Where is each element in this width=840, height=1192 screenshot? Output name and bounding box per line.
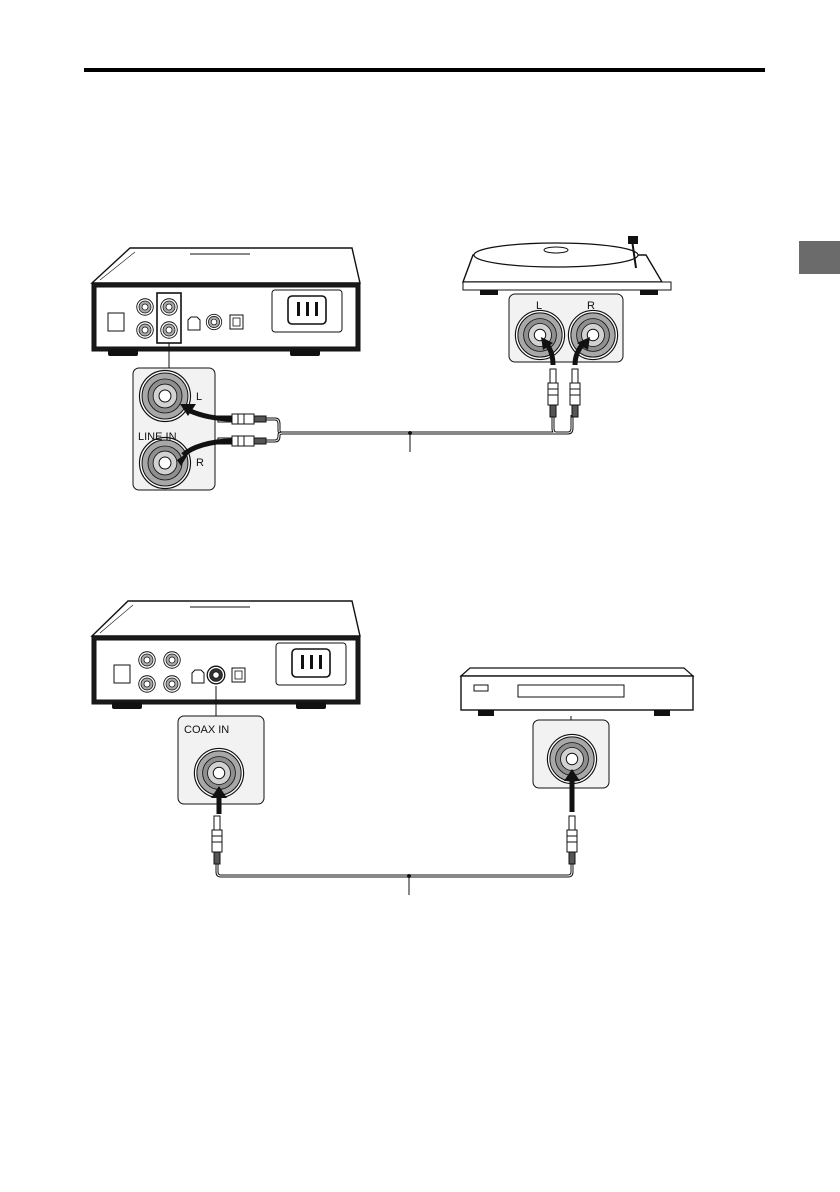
amp2-rca-jack [164, 676, 181, 693]
amp-panel-icon-square [108, 313, 124, 331]
amp2-panel-icon-square [114, 665, 130, 683]
turntable [463, 236, 671, 295]
amp2-coax-jack [207, 666, 225, 684]
section-tab [799, 241, 840, 274]
amp-coax-jack [206, 314, 221, 329]
diagram-coax-in: COAX IN [92, 601, 693, 895]
amp2-rca-jack [139, 652, 156, 669]
cd-player [461, 668, 693, 716]
usb-b-port-icon-2 [192, 670, 204, 683]
usb-b-port-icon [188, 317, 200, 330]
cd-power-button [474, 685, 488, 691]
amplifier-unit-2 [92, 601, 360, 709]
amp-rca-jack [137, 322, 154, 339]
coax-plug-amp [212, 816, 222, 864]
stereo-rca-cable [218, 369, 580, 452]
line-in-l-label: L [196, 391, 202, 403]
amplifier-unit [92, 248, 360, 356]
amp2-rca-jack [139, 676, 156, 693]
rca-plug-turntable-r [570, 369, 580, 417]
amp-rca-jack [137, 299, 154, 316]
diagram-line-in: L LINE IN R L R [92, 236, 671, 490]
amp-line-in-jack-r [161, 322, 178, 339]
coaxial-cable [212, 816, 577, 895]
turntable-l-jack [515, 310, 564, 359]
coax-in-label: COAX IN [184, 724, 229, 736]
rca-plug-turntable-l [548, 369, 558, 417]
line-in-r-jack [140, 438, 191, 489]
amp-line-in-callout: L LINE IN R [133, 368, 215, 490]
line-in-l-jack [140, 371, 191, 422]
coax-plug-cd [567, 816, 577, 864]
line-in-r-label: R [196, 457, 204, 469]
turntable-jack-callout: L R [509, 294, 623, 362]
amp2-rca-jack [164, 652, 181, 669]
amp-line-in-jack-l [161, 299, 178, 316]
cd-disc-tray [518, 685, 624, 697]
line-in-panel-label: LINE IN [138, 431, 177, 443]
